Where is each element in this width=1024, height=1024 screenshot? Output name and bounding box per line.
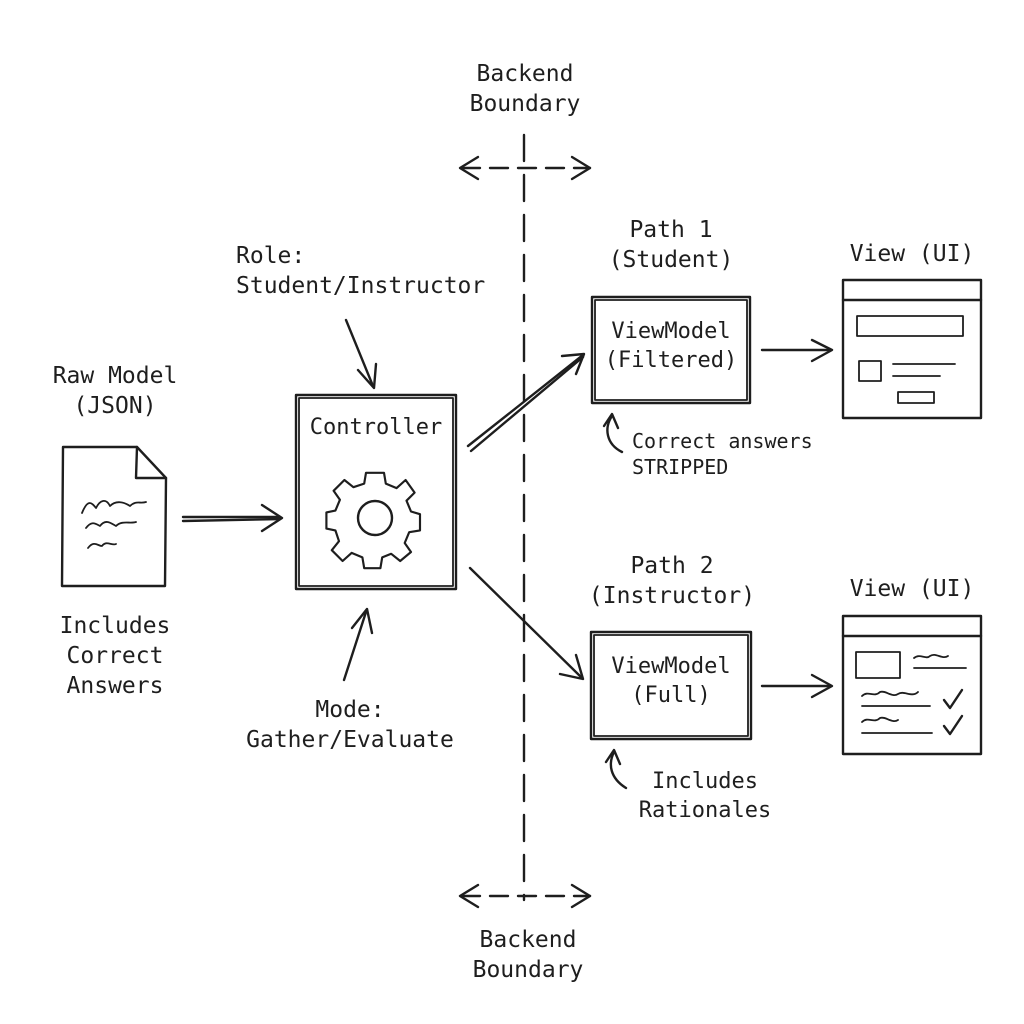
viewmodel-filtered-label: ViewModel (Filtered) — [604, 319, 738, 373]
arrow-raw-to-controller — [181, 503, 284, 533]
arrow-mode-to-controller — [342, 607, 374, 682]
note-arrow-filtered — [602, 412, 624, 454]
view1-label: View (UI) — [849, 241, 975, 267]
note-full: Includes Rationales — [638, 769, 772, 823]
arrow-controller-to-path1 — [466, 352, 586, 453]
arrow-vm2-to-view2 — [760, 673, 834, 699]
boundary-arrow-bottom — [458, 883, 592, 909]
raw-model-note: Includes Correct Answers — [59, 613, 171, 699]
boundary-label-top: Backend Boundary — [469, 61, 581, 117]
gear-icon — [325, 471, 422, 570]
view2-wireframe — [841, 614, 983, 756]
note-arrow-full — [604, 748, 628, 790]
path1-label: Path 1 (Student) — [608, 217, 734, 273]
boundary-arrow-top — [458, 155, 592, 181]
viewmodel-full-box — [589, 630, 753, 741]
arrow-controller-to-path2 — [468, 566, 585, 681]
mode-label: Mode: Gather/Evaluate — [246, 697, 454, 753]
boundary-label-bottom: Backend Boundary — [472, 927, 584, 983]
arrow-role-to-controller — [344, 318, 378, 390]
controller-box — [294, 393, 458, 591]
path2-label: Path 2 (Instructor) — [588, 553, 756, 609]
role-label: Role: Student/Instructor — [236, 243, 486, 299]
view2-label: View (UI) — [849, 576, 975, 602]
viewmodel-filtered-box — [590, 295, 752, 405]
checkmark-icon — [942, 714, 964, 736]
arrow-vm1-to-view1 — [760, 338, 834, 363]
view1-wireframe — [841, 278, 983, 420]
viewmodel-full-label: ViewModel (Full) — [611, 654, 731, 708]
checkmark-icon — [942, 688, 964, 710]
controller-label: Controller — [309, 415, 443, 440]
document-icon — [60, 445, 168, 588]
note-filtered: Correct answers STRIPPED — [632, 429, 813, 479]
raw-model-title: Raw Model (JSON) — [52, 363, 178, 419]
